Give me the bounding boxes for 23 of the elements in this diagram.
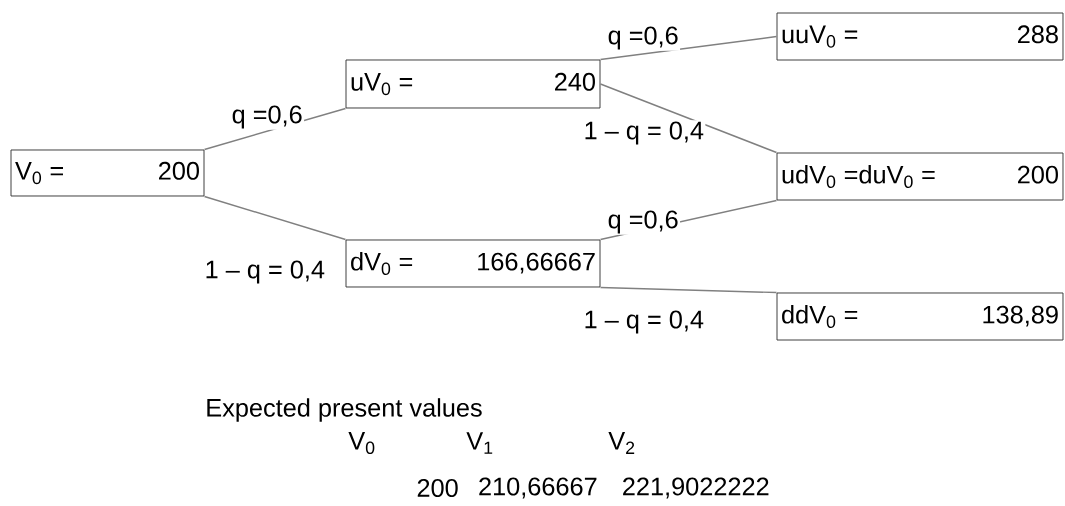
heading-text: Expected present values — [207, 398, 482, 422]
branch-line — [599, 83, 778, 154]
probability-label: 1 – q = 0,4 — [582, 309, 706, 335]
column-header: V$_{0}$ — [348, 432, 375, 454]
probability-label: q =0,6 — [606, 25, 681, 51]
value-box: uV$_{0}$ = 240 — [345, 59, 601, 109]
column-header: V$_{1}$ — [466, 432, 493, 454]
value-box: dV$_{0}$ = 166,66667 — [345, 239, 601, 288]
probability-label: q =0,6 — [606, 209, 681, 235]
value-box: ddV$_{0}$ = 138,89 — [776, 292, 1064, 341]
value-text: 221,9022222 — [623, 477, 769, 499]
value-box: V$_{0}$ = 200 — [10, 149, 205, 197]
probability-label: q =0,6 — [230, 104, 305, 130]
branch-line — [203, 195, 347, 241]
value-text: 200 — [417, 479, 458, 497]
value-text: 210,66667 — [479, 477, 597, 499]
column-header: V$_{2}$ — [608, 432, 635, 454]
branch-line — [599, 286, 778, 294]
probability-label: 1 – q = 0,4 — [203, 259, 327, 285]
value-box: uuV$_{0}$ = 288 — [776, 12, 1064, 61]
branch-line — [599, 35, 778, 61]
value-box: udV$_{0}$ =duV$_{0}$ = 200 — [776, 152, 1064, 201]
probability-label: 1 – q = 0,4 — [582, 120, 706, 146]
